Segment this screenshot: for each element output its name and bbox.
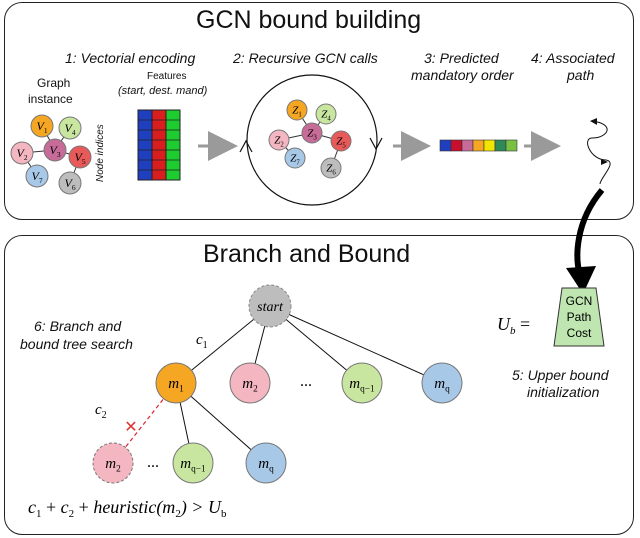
- gcn-cost-line-2: Path: [567, 310, 592, 324]
- upper-bound-arrowhead: [566, 266, 596, 294]
- gcn-node-z2: Z2: [268, 129, 290, 151]
- gcn-cost-line-1: GCN: [566, 294, 593, 308]
- tree-node-level2-mq−1: mq−1: [172, 442, 214, 484]
- gcn-node-z4: Z4: [315, 103, 337, 125]
- svg-text:V7: V7: [31, 169, 42, 185]
- path-arrow-1: [590, 118, 597, 125]
- upper-bound-label-a: 5: Upper bound: [512, 367, 609, 383]
- graph-node-v1: V1: [30, 114, 54, 138]
- graph-node-v4: V4: [58, 116, 82, 140]
- gcn-node-z5: Z5: [330, 130, 352, 152]
- gcn-node-z3: Z3: [301, 122, 323, 144]
- order-cell: [450, 139, 463, 152]
- svg-text:Z4: Z4: [321, 109, 331, 123]
- graph-node-v7: V7: [25, 164, 49, 188]
- gcn-node-z7: Z7: [284, 147, 306, 169]
- svg-text:V2: V2: [16, 146, 27, 162]
- graph-node-v6: V6: [58, 171, 82, 195]
- svg-text:mq−1: mq−1: [180, 456, 206, 475]
- svg-text:mq: mq: [258, 456, 274, 475]
- tree-node-level1-mq: mq: [421, 362, 463, 404]
- svg-text:mq: mq: [434, 376, 450, 395]
- feature-column-mand: [165, 109, 181, 181]
- order-cell: [461, 139, 474, 152]
- branch-and-bound-panel: [4, 235, 634, 535]
- svg-text:Z7: Z7: [290, 153, 300, 167]
- feature-column-dest: [151, 109, 167, 181]
- tree-node-level1-mq−1: mq−1: [341, 362, 383, 404]
- svg-text:V1: V1: [36, 119, 47, 135]
- gcn-node-z1: Z1: [286, 99, 308, 121]
- tree-root-node: start: [248, 284, 292, 328]
- graph-node-v3: V3: [43, 138, 67, 162]
- ellipsis-level2: ...: [147, 454, 159, 471]
- features-title: Features: [147, 71, 187, 82]
- tree-search-label-a: 6: Branch and: [34, 318, 122, 334]
- svg-text:m2: m2: [105, 456, 121, 475]
- svg-text:V4: V4: [64, 121, 75, 137]
- graph-node-v2: V2: [10, 141, 34, 165]
- svg-text:V3: V3: [49, 143, 60, 159]
- graph-node-v5: V5: [68, 145, 92, 169]
- graph-instance-label-b: instance: [28, 92, 73, 106]
- gcn-path-cost-box: [553, 287, 605, 347]
- svg-text:Z2: Z2: [274, 135, 284, 149]
- tree-node-level1-m2: m2: [229, 362, 271, 404]
- recursive-arrow-left: [239, 139, 253, 153]
- features-columns: (start, dest. mand): [118, 85, 208, 97]
- tree-root-label: start: [257, 300, 284, 315]
- svg-text:V5: V5: [74, 150, 85, 166]
- step-2-label: 2: Recursive GCN calls: [233, 50, 378, 66]
- gcn-bound-title: GCN bound building: [196, 6, 422, 34]
- step-1-label: 1: Vectorial encoding: [65, 50, 196, 66]
- prune-mark: ✕: [124, 417, 137, 436]
- order-cell: [483, 139, 496, 152]
- svg-text:Z5: Z5: [336, 136, 346, 150]
- step-4-label-a: 4: Associated: [531, 50, 615, 66]
- branch-and-bound-title: Branch and Bound: [203, 240, 411, 268]
- recursive-arrow-right: [369, 137, 383, 151]
- ellipsis-level1: ...: [300, 373, 312, 390]
- tree-search-label-b: bound tree search: [20, 336, 133, 352]
- order-cell: [472, 139, 485, 152]
- path-arrow-2: [601, 159, 608, 165]
- svg-text:Z6: Z6: [326, 163, 336, 177]
- svg-text:Z3: Z3: [307, 128, 317, 142]
- svg-text:mq−1: mq−1: [349, 376, 375, 395]
- tree-node-level2-mq: mq: [245, 442, 287, 484]
- gcn-node-z6: Z6: [320, 157, 342, 179]
- edge-c1: c1: [196, 332, 208, 351]
- graph-instance-label-a: Graph: [37, 76, 71, 90]
- order-cell: [505, 139, 518, 152]
- step-3-label-a: 3: Predicted: [424, 50, 499, 66]
- order-cell: [494, 139, 507, 152]
- edge-c2: c2: [95, 402, 107, 421]
- svg-text:V6: V6: [64, 176, 75, 192]
- svg-text:m1: m1: [168, 376, 184, 395]
- upper-bound-symbol: Ub =: [497, 314, 530, 337]
- upper-bound-label-b: initialization: [527, 384, 600, 400]
- svg-text:Z1: Z1: [292, 105, 302, 119]
- order-cell: [439, 139, 452, 152]
- feature-matrix: [137, 109, 181, 181]
- svg-text:m2: m2: [242, 376, 258, 395]
- upper-bound-arrow: [574, 188, 605, 276]
- pruning-formula: c1 + c2 + heuristic(m2) > Ub: [28, 497, 227, 520]
- gcn-cost-line-3: Cost: [567, 326, 592, 340]
- associated-path-curve: [587, 120, 611, 185]
- recursive-gcn-circle: [246, 74, 378, 206]
- step-3-label-b: mandatory order: [411, 67, 514, 83]
- tree-node-level2-m2: m2: [92, 442, 134, 484]
- feature-column-start: [137, 109, 153, 181]
- predicted-order-bar: [439, 139, 518, 152]
- step-4-label-b: path: [567, 67, 595, 83]
- tree-node-level1-m1: m1: [155, 362, 197, 404]
